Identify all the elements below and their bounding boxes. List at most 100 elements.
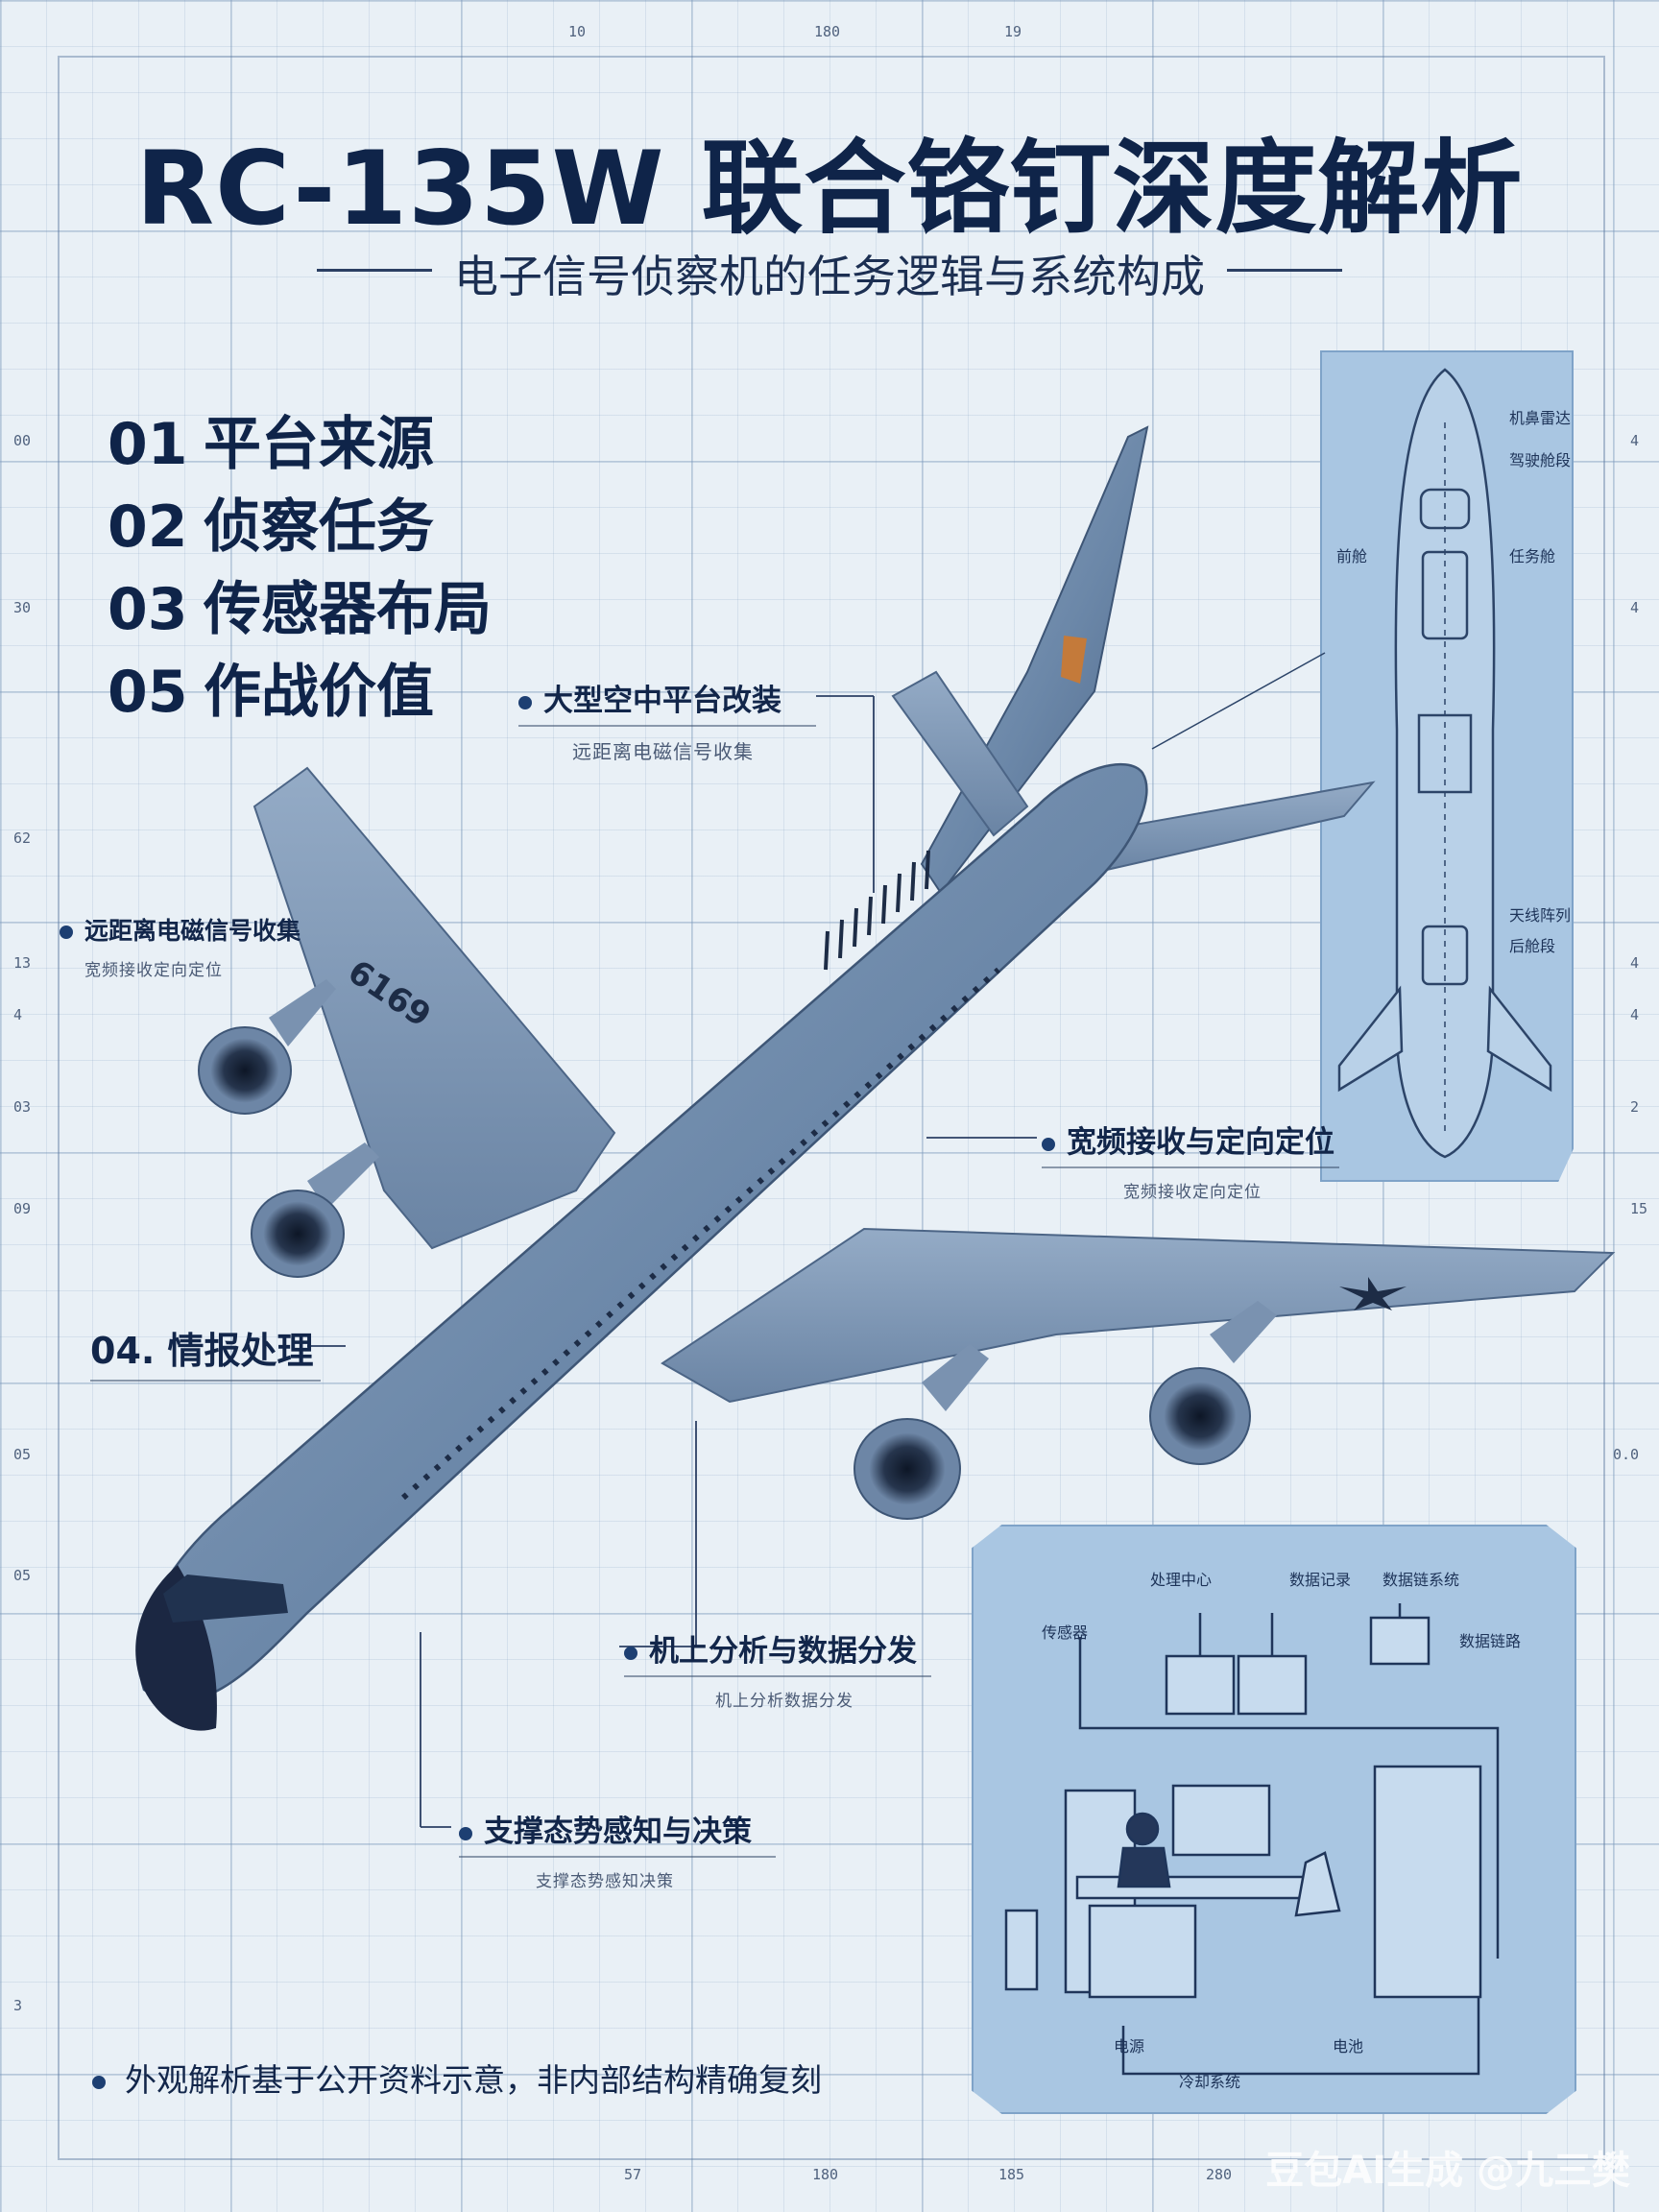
footnote-bullet xyxy=(92,2075,106,2089)
callout-underline xyxy=(459,1856,776,1858)
ruler-right-3: 4 xyxy=(1630,954,1640,972)
top-view-drawing xyxy=(1151,368,1552,1159)
console-chair xyxy=(1294,1851,1341,1917)
ruler-left-1: 00 xyxy=(13,432,32,449)
toc-number: 03 xyxy=(108,576,188,643)
console-operator-body xyxy=(1117,1846,1171,1888)
console-drawing xyxy=(1004,1603,1500,2076)
subtitle-wrap: 电子信号侦察机的任务逻辑与系统构成 xyxy=(0,242,1659,305)
aircraft-engine-1 xyxy=(198,979,336,1115)
callout-analysis: 机上分析与数据分发 机上分析数据分发 xyxy=(624,1626,931,1711)
ruler-left-6: 03 xyxy=(13,1098,32,1116)
top-view-section-3 xyxy=(1421,925,1469,986)
aircraft-engine-2 xyxy=(251,1142,379,1278)
panel-top-label-4: 任务舱 xyxy=(1509,547,1556,565)
console-label-power: 电源 xyxy=(1114,2037,1145,2056)
aircraft-engine-3 xyxy=(854,1344,989,1520)
console-label-cooling: 冷却系统 xyxy=(1179,2073,1241,2091)
aircraft-stabilizer-left xyxy=(891,670,1029,837)
callout-support: 支撑态势感知与决策 支撑态势感知决策 xyxy=(459,1807,776,1891)
ruler-left-4: 13 xyxy=(13,954,32,972)
ruler-left-2: 30 xyxy=(13,599,32,616)
console-label-recorder: 数据记录 xyxy=(1289,1571,1352,1589)
console-monitor-2 xyxy=(1237,1654,1308,1716)
aircraft-wing-star xyxy=(1339,1277,1407,1310)
console-label-elec: 电池 xyxy=(1333,2037,1364,2056)
console-label-link: 数据链路 xyxy=(1459,1632,1522,1650)
callout-analysis-sub: 机上分析数据分发 xyxy=(715,1692,854,1711)
console-main-screen xyxy=(1171,1784,1271,1857)
ruler-left-10: 3 xyxy=(13,1997,23,2014)
ruler-bottom-2: 180 xyxy=(812,2166,839,2183)
page-title: RC-135W 联合铬钉深度解析 xyxy=(135,130,1524,248)
panel-top-label-6: 后舱段 xyxy=(1509,937,1556,955)
ruler-right-7: 0.0 xyxy=(1613,1446,1640,1463)
toc-label: 平台来源 xyxy=(204,411,434,478)
aircraft-window-row xyxy=(401,967,1000,1501)
toc-label: 侦察任务 xyxy=(204,493,434,561)
footnote-text: 外观解析基于公开资料示意，非内部结构精确复刻 xyxy=(125,2061,822,2099)
callout-platform: 大型空中平台改装 远距离电磁信号收集 xyxy=(518,676,816,764)
console-cable-5 xyxy=(1121,1997,1480,2076)
ruler-bottom-1: 57 xyxy=(624,2166,642,2183)
console-cable-4 xyxy=(1078,1637,1500,1959)
ruler-right-6: 15 xyxy=(1630,1200,1648,1217)
console-label-sensor: 传感器 xyxy=(1042,1623,1089,1642)
callout-collect: 远距离电磁信号收集 宽频接收定向定位 xyxy=(60,912,301,980)
top-view-tail-right xyxy=(1486,985,1552,1093)
footnote: 外观解析基于公开资料示意，非内部结构精确复刻 xyxy=(92,2055,822,2101)
console-operator-head xyxy=(1125,1812,1160,1846)
console-monitor-3 xyxy=(1369,1616,1431,1666)
ruler-left-5: 4 xyxy=(13,1006,23,1023)
ruler-bottom-4: 280 xyxy=(1206,2166,1233,2183)
aircraft-cockpit-windows xyxy=(163,1575,288,1623)
callout-bullet xyxy=(60,926,73,939)
aircraft-wing-right xyxy=(661,1227,1616,1404)
toc-number: 05 xyxy=(108,659,188,726)
callout-collect-main: 远距离电磁信号收集 xyxy=(84,917,301,945)
callout-support-main: 支撑态势感知与决策 xyxy=(484,1815,752,1849)
ruler-right-1: 4 xyxy=(1630,432,1640,449)
toc-label: 作战价值 xyxy=(204,659,434,726)
console-label-console: 处理中心 xyxy=(1150,1571,1213,1589)
callout-bullet xyxy=(518,695,532,709)
subtitle-rule-right xyxy=(1227,269,1342,272)
callout-platform-sub: 远距离电磁信号收集 xyxy=(572,740,754,763)
callout-underline xyxy=(90,1380,321,1382)
ruler-bottom-3: 185 xyxy=(998,2166,1025,2183)
toc-number: 01 xyxy=(108,411,188,478)
callout-bullet xyxy=(1042,1137,1055,1151)
callout-collect-sub: 宽频接收定向定位 xyxy=(84,961,223,980)
callout-support-sub: 支撑态势感知决策 xyxy=(536,1872,674,1891)
ruler-top-1: 10 xyxy=(568,23,587,40)
console-desk xyxy=(1075,1875,1329,1900)
aircraft-engine-4 xyxy=(1149,1301,1277,1465)
panel-top-label-3: 前舱 xyxy=(1336,547,1368,565)
callout-wideband-sub: 宽频接收定向定位 xyxy=(1123,1183,1262,1202)
toc-label: 传感器布局 xyxy=(204,576,492,643)
callout-underline xyxy=(624,1675,931,1677)
top-view-leader xyxy=(1151,652,1326,750)
console-label-comms: 数据链系统 xyxy=(1382,1571,1460,1589)
callout-leaders xyxy=(307,695,1037,1828)
callout-underline xyxy=(1042,1166,1339,1168)
top-view-tail-left xyxy=(1337,985,1404,1093)
callout-platform-main: 大型空中平台改装 xyxy=(543,684,781,718)
panel-top-label-1: 机鼻雷达 xyxy=(1509,409,1572,427)
subtitle-rule-left xyxy=(317,269,432,272)
watermark: 豆包AI生成 @九三樊 xyxy=(1265,2149,1630,2193)
callout-bullet xyxy=(624,1646,637,1660)
toc-number: 02 xyxy=(108,493,188,561)
callout-bullet xyxy=(459,1826,472,1840)
blueprint-frame xyxy=(58,56,1605,2160)
callout-intel-main: 04. 情报处理 xyxy=(90,1330,314,1372)
console-unit-left xyxy=(1004,1909,1039,1991)
callout-underline xyxy=(518,725,816,727)
callout-analysis-main: 机上分析与数据分发 xyxy=(649,1634,917,1669)
ruler-left-9: 05 xyxy=(13,1567,32,1584)
